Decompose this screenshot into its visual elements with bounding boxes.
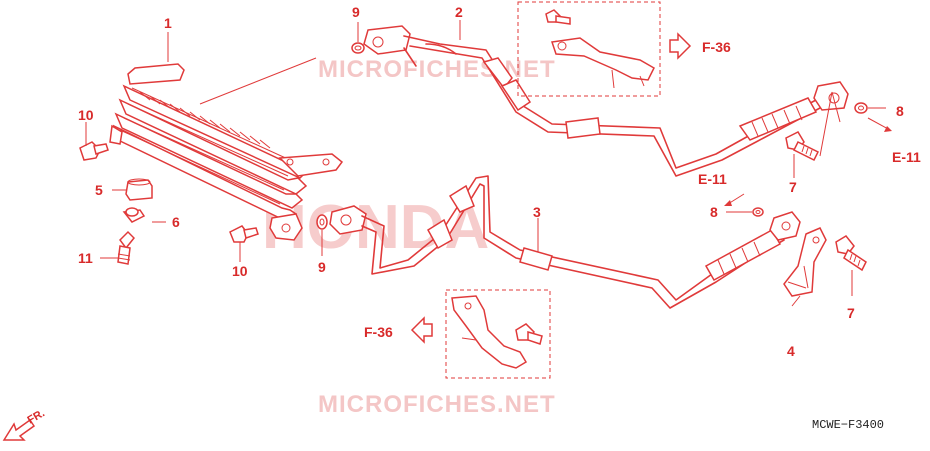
arrow-e11-right — [867, 117, 892, 132]
reference-box-bottom — [445, 289, 551, 379]
bolt-part-10-center[interactable] — [229, 225, 259, 243]
oil-cooler-part-1[interactable] — [109, 57, 344, 241]
front-direction-arrow: FR. — [2, 407, 47, 441]
callout-8-right: 8 — [896, 103, 904, 119]
callout-5: 5 — [95, 182, 103, 198]
arrow-f36-bottom — [410, 316, 433, 344]
ref-e11-mid[interactable]: E-11 — [698, 171, 727, 187]
grommet-part-5[interactable] — [125, 178, 153, 201]
bracket-part-4[interactable] — [783, 227, 827, 297]
leader-lines — [85, 20, 886, 307]
callout-1: 1 — [164, 15, 172, 31]
callout-7-lower: 7 — [847, 305, 855, 321]
diagram-code: MCWE−F3400 — [812, 418, 884, 432]
callout-10-left: 10 — [78, 107, 94, 123]
site-watermark-bottom: MICROFICHES.NET — [318, 391, 556, 418]
bolt-part-11[interactable] — [117, 230, 136, 265]
callout-8-mid: 8 — [710, 204, 718, 220]
washer-part-9-top[interactable] — [351, 42, 365, 54]
reference-box-top — [517, 1, 661, 97]
washer-part-8-mid[interactable] — [752, 207, 764, 217]
collar-part-6[interactable] — [122, 207, 146, 223]
callout-7-upper: 7 — [789, 179, 797, 195]
callout-3: 3 — [533, 204, 541, 220]
bolt-part-10-left[interactable] — [79, 141, 109, 161]
oil-hose-part-3[interactable] — [329, 175, 801, 309]
callout-9-bottom: 9 — [318, 259, 326, 275]
callout-11: 11 — [78, 250, 93, 266]
ref-f36-top[interactable]: F-36 — [702, 39, 731, 55]
arrow-e11-mid — [724, 193, 745, 206]
site-watermark-top: MICROFICHES.NET — [318, 56, 556, 83]
ref-e11-right[interactable]: E-11 — [892, 149, 921, 165]
ref-f36-bottom[interactable]: F-36 — [364, 324, 393, 340]
front-direction-label: FR. — [26, 407, 47, 426]
callout-6: 6 — [172, 214, 180, 230]
callout-2: 2 — [455, 4, 463, 20]
callout-9-top: 9 — [352, 4, 360, 20]
washer-part-8-right[interactable] — [854, 102, 868, 114]
bolt-part-7-lower[interactable] — [835, 235, 867, 272]
oil-hose-part-2[interactable] — [363, 25, 849, 177]
callout-10-center: 10 — [232, 263, 248, 279]
arrow-f36-top — [669, 32, 692, 60]
bolt-part-7-upper[interactable] — [785, 131, 820, 162]
washer-part-9-bottom[interactable] — [316, 214, 328, 230]
callout-4: 4 — [787, 343, 795, 359]
